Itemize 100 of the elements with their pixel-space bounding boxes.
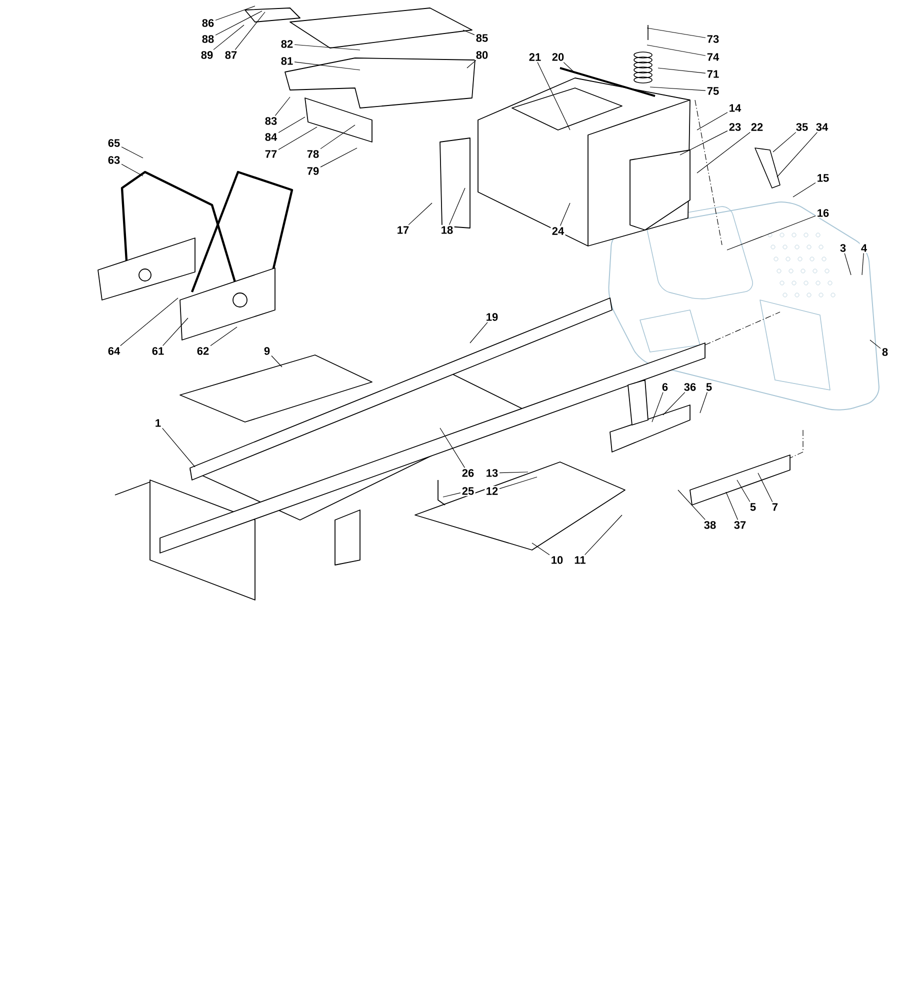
leader-line	[320, 148, 358, 168]
callout-number: 35	[794, 122, 810, 132]
leader-line	[442, 492, 461, 498]
callout-number: 88	[200, 34, 216, 44]
callout-number: 71	[706, 69, 720, 79]
callout-number: 23	[728, 122, 742, 132]
leader-line	[792, 182, 816, 198]
leader-line	[215, 6, 256, 21]
leader-line	[646, 28, 706, 38]
leader-line	[408, 202, 432, 226]
callout-number: 1	[154, 418, 162, 428]
leader-line	[696, 112, 728, 130]
callout-number: 89	[200, 50, 214, 60]
callout-number: 10	[550, 554, 564, 566]
callout-number: 25	[460, 486, 476, 496]
leader-line	[448, 188, 466, 226]
callout-number: 24	[550, 226, 566, 236]
callout-number: 6	[660, 382, 670, 392]
callout-number: 14	[728, 103, 742, 113]
callout-number: 79	[306, 166, 320, 176]
leader-line	[696, 132, 750, 174]
leader-line	[440, 428, 466, 468]
callout-number: 4	[860, 243, 868, 253]
leader-line	[758, 472, 773, 502]
callout-number: 8	[880, 346, 890, 358]
callout-number: 9	[262, 346, 272, 356]
callout-number: 80	[474, 50, 490, 60]
leader-line	[210, 326, 238, 346]
leader-line	[862, 252, 864, 276]
leader-line	[658, 68, 706, 74]
callout-number: 74	[706, 52, 720, 62]
leader-line	[726, 216, 816, 250]
callout-number: 87	[224, 50, 238, 60]
leader-line	[278, 126, 318, 150]
callout-number: 61	[150, 346, 166, 356]
callout-number: 86	[200, 18, 216, 28]
leader-line	[652, 392, 664, 422]
callout-number: 15	[816, 172, 830, 184]
callout-number: 20	[550, 52, 566, 62]
leader-line	[499, 472, 528, 474]
callout-number: 84	[264, 132, 278, 142]
callout-number: 83	[264, 116, 278, 126]
leader-line	[646, 44, 706, 56]
leader-line	[844, 253, 852, 276]
callout-number: 37	[732, 520, 748, 530]
leader-line	[294, 62, 360, 70]
callout-number: 11	[573, 555, 588, 565]
callout-number: 36	[682, 382, 698, 392]
callout-number: 64	[106, 346, 122, 356]
callout-number: 17	[396, 225, 410, 235]
callout-number: 18	[440, 224, 454, 236]
leader-line	[320, 124, 356, 150]
leader-line	[700, 392, 708, 414]
leader-line	[271, 355, 282, 368]
callout-number: 78	[306, 148, 320, 160]
callout-number: 21	[528, 52, 542, 62]
leader-line	[278, 116, 306, 133]
callout-number: 62	[196, 346, 210, 356]
leader-line	[294, 44, 360, 50]
callout-number: 16	[816, 208, 830, 218]
callout-number: 81	[280, 56, 294, 66]
leader-line	[537, 62, 570, 130]
callout-number: 22	[750, 122, 764, 132]
leader-line	[462, 30, 475, 36]
leader-line	[726, 492, 738, 520]
leader-line	[121, 164, 144, 176]
leader-line	[563, 62, 576, 74]
leader-line	[162, 428, 196, 468]
callout-number: 5	[748, 502, 758, 512]
leader-line	[532, 542, 550, 556]
callout-number: 73	[706, 34, 720, 44]
leader-line	[234, 12, 266, 50]
callout-number: 34	[814, 122, 830, 132]
leader-line	[470, 322, 488, 344]
callout-number: 38	[702, 520, 718, 530]
leader-line	[213, 24, 244, 50]
leader-line	[870, 340, 881, 349]
leader-line	[499, 476, 538, 489]
leader-line	[120, 298, 178, 346]
leader-line	[274, 96, 290, 116]
leader-line	[736, 480, 750, 502]
callout-number: 65	[106, 138, 122, 148]
callout-number: 5	[704, 382, 714, 392]
callout-number: 85	[474, 32, 490, 44]
leader-line	[121, 146, 144, 158]
leader-line	[650, 86, 706, 91]
leader-line	[772, 132, 796, 152]
leader-line	[215, 10, 262, 36]
leader-line	[678, 490, 706, 520]
leader-line	[584, 514, 622, 556]
leader-line	[162, 318, 188, 346]
callout-number: 82	[280, 38, 294, 50]
callout-number: 19	[484, 312, 500, 322]
callout-number: 3	[838, 242, 848, 254]
callout-number: 7	[770, 502, 780, 512]
leader-line	[776, 132, 818, 178]
leader-line	[680, 130, 728, 156]
leader-line	[466, 60, 476, 68]
leader-line	[662, 392, 686, 416]
callout-number: 13	[484, 468, 500, 478]
